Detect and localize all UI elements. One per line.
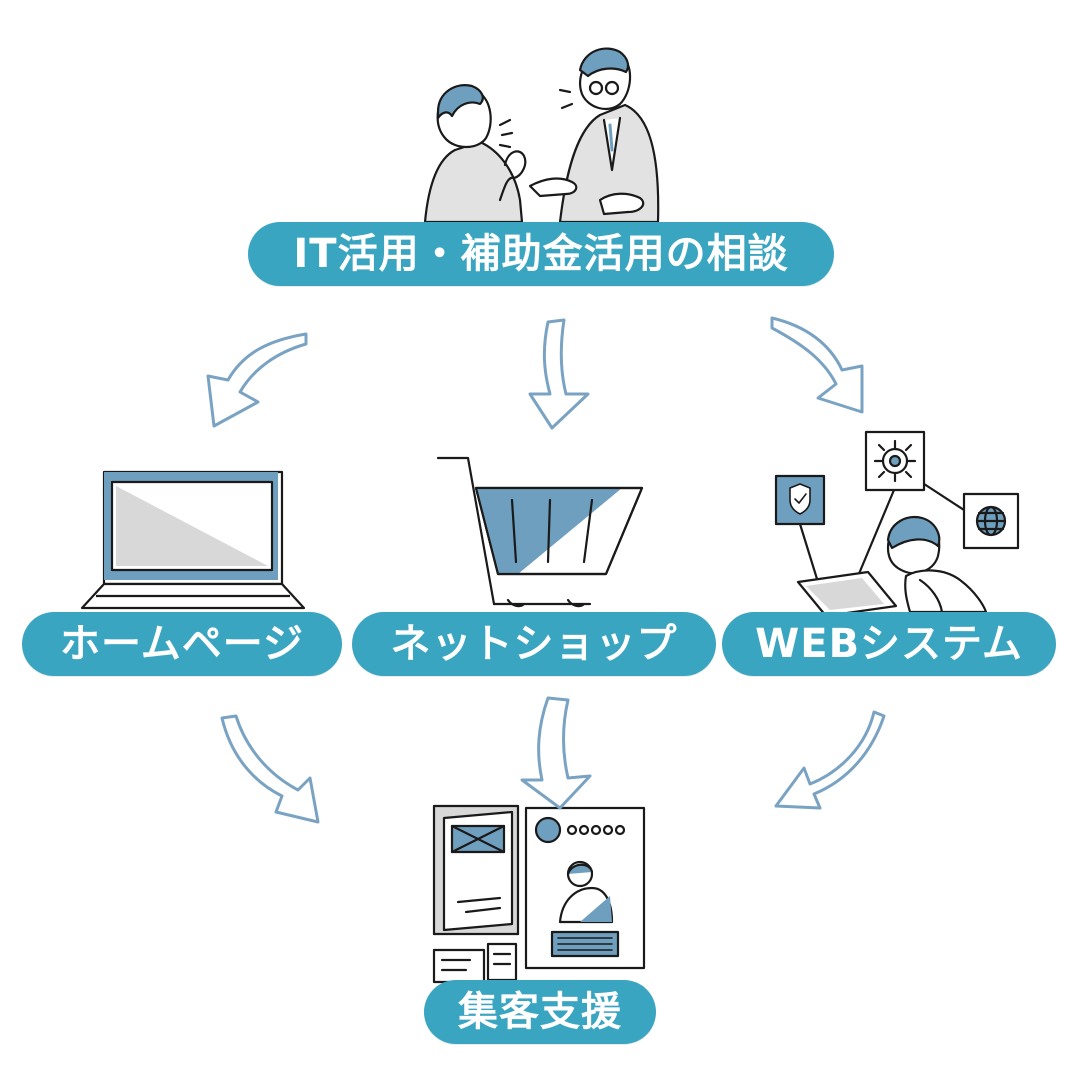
arrow-netshop-to-bottom — [520, 696, 592, 810]
arrow-websystem-to-bottom — [774, 710, 886, 810]
node-consultation: IT活用・補助金活用の相談 — [248, 222, 834, 286]
marketing-materials-illustration — [432, 804, 646, 984]
node-homepage: ホームページ — [22, 612, 342, 676]
arrow-homepage-to-bottom — [220, 714, 320, 824]
arrow-top-to-homepage — [206, 332, 308, 428]
node-netshop: ネットショップ — [352, 612, 716, 676]
web-system-illustration — [774, 430, 1020, 618]
arrow-top-to-websystem — [770, 316, 864, 414]
arrow-top-to-netshop — [528, 318, 590, 430]
node-marketing-support: 集客支援 — [424, 980, 656, 1044]
node-websystem: WEBシステム — [722, 612, 1056, 676]
consultation-illustration — [423, 47, 660, 224]
shopping-cart-icon — [436, 456, 644, 608]
laptop-icon — [80, 470, 306, 610]
